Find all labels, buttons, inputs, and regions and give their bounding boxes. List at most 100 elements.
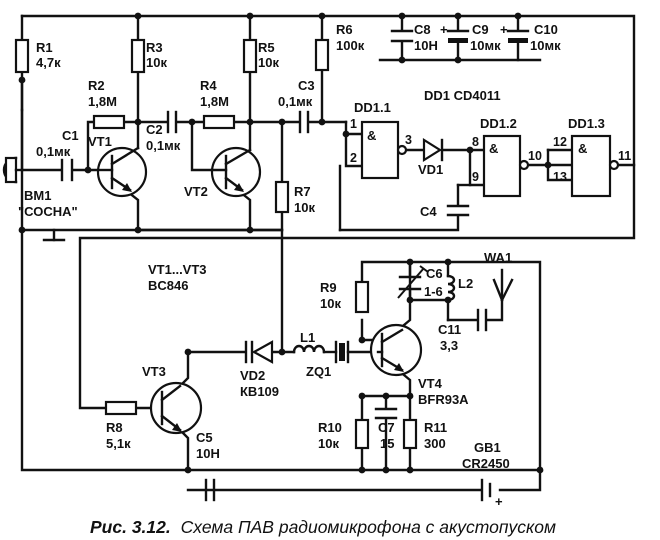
label-c3-ref: C3 bbox=[298, 78, 315, 93]
label-dd1-1: DD1.1 bbox=[354, 100, 391, 115]
r3-body bbox=[130, 38, 146, 74]
c1-symbol bbox=[60, 158, 74, 182]
label-c6-ref: C6 bbox=[426, 266, 443, 281]
label-r2-ref: R2 bbox=[88, 78, 105, 93]
label-c8-ref: C8 bbox=[414, 22, 431, 37]
r2-body bbox=[92, 114, 126, 130]
gate-dd1-3: & 12 13 11 bbox=[553, 134, 631, 198]
label-c1-ref: C1 bbox=[62, 128, 79, 143]
r11-body bbox=[402, 418, 418, 450]
c9-symbol: + bbox=[440, 22, 470, 43]
c6-symbol bbox=[397, 265, 429, 299]
component-labels: R1 4,7к R2 1,8М R3 10к R4 1,8М R5 10к R6… bbox=[18, 22, 605, 471]
caption-number: Рис. 3.12. bbox=[90, 517, 171, 537]
label-r10-value: 10к bbox=[318, 436, 339, 451]
label-wa1-ref: WA1 bbox=[484, 250, 512, 265]
pin-13: 13 bbox=[553, 170, 567, 184]
wires bbox=[20, 14, 636, 492]
r5-body bbox=[242, 38, 258, 74]
label-zq1-ref: ZQ1 bbox=[306, 364, 331, 379]
junctions bbox=[18, 12, 552, 474]
label-vt1-ref: VT1 bbox=[88, 134, 112, 149]
gate-dd1-1-symbol: & bbox=[367, 128, 376, 143]
pin-1: 1 bbox=[350, 117, 357, 131]
label-l2-ref: L2 bbox=[458, 276, 473, 291]
resistors bbox=[14, 38, 418, 450]
c4-symbol bbox=[446, 204, 470, 217]
vt2-symbol bbox=[210, 146, 262, 198]
c5-symbol bbox=[204, 478, 216, 502]
label-r10-ref: R10 bbox=[318, 420, 342, 435]
ground-symbol bbox=[42, 228, 66, 242]
r6-body bbox=[314, 38, 330, 72]
gate-dd1-2: & 8 9 10 bbox=[472, 134, 542, 198]
r4-body bbox=[202, 114, 236, 130]
label-vd2-ref: VD2 bbox=[240, 368, 265, 383]
label-dd1-2: DD1.2 bbox=[480, 116, 517, 131]
label-c5-ref: C5 bbox=[196, 430, 213, 445]
pin-2: 2 bbox=[350, 151, 357, 165]
svg-text:+: + bbox=[440, 22, 448, 37]
label-c7-value: 15 bbox=[380, 436, 394, 451]
label-c3-value: 0,1мк bbox=[278, 94, 313, 109]
label-c10-value: 10мк bbox=[530, 38, 561, 53]
label-vt2-ref: VT2 bbox=[184, 184, 208, 199]
label-c11-value: 3,3 bbox=[440, 338, 458, 353]
label-r8-value: 5,1к bbox=[106, 436, 131, 451]
label-r9-ref: R9 bbox=[320, 280, 337, 295]
label-r5-value: 10к bbox=[258, 55, 279, 70]
label-r4-value: 1,8М bbox=[200, 94, 229, 109]
vt1-symbol bbox=[96, 146, 148, 198]
label-vt4-ref: VT4 bbox=[418, 376, 443, 391]
c7-symbol bbox=[374, 407, 398, 420]
wa1-antenna bbox=[492, 268, 514, 302]
label-bm1-value: "СОСНА" bbox=[18, 204, 78, 219]
pin-8: 8 bbox=[472, 135, 479, 149]
caption-text: Схема ПАВ радиомикрофона с акустопуском bbox=[181, 517, 556, 537]
c3-symbol bbox=[298, 110, 310, 134]
label-r3-value: 10к bbox=[146, 55, 167, 70]
capacitors: + + bbox=[60, 22, 530, 502]
inductors bbox=[292, 274, 456, 354]
label-r11-ref: R11 bbox=[424, 420, 447, 435]
svg-text:+: + bbox=[500, 22, 508, 37]
r1-body bbox=[14, 38, 30, 74]
label-c5-value: 10Н bbox=[196, 446, 220, 461]
label-r5-ref: R5 bbox=[258, 40, 275, 55]
vt3-symbol bbox=[149, 381, 203, 435]
logic-gates: & 1 2 3 & 8 9 10 & 12 13 11 bbox=[350, 117, 631, 198]
l2-coil bbox=[446, 274, 456, 302]
label-c9-value: 10мк bbox=[470, 38, 501, 53]
label-transistor-note-2: BC846 bbox=[148, 278, 188, 293]
pin-10: 10 bbox=[528, 149, 542, 163]
pin-3: 3 bbox=[405, 133, 412, 147]
gb1-battery: + bbox=[480, 478, 503, 509]
transistors bbox=[96, 146, 423, 435]
label-dd1-3: DD1.3 bbox=[568, 116, 605, 131]
label-l1-ref: L1 bbox=[300, 330, 315, 345]
gate-dd1-3-symbol: & bbox=[578, 141, 587, 156]
label-vd2-value: КВ109 bbox=[240, 384, 279, 399]
gb1-plus-sign: + bbox=[495, 494, 503, 509]
diodes bbox=[244, 138, 444, 364]
label-r1-ref: R1 bbox=[36, 40, 53, 55]
label-ic-title: DD1 CD4011 bbox=[424, 88, 501, 103]
label-r3-ref: R3 bbox=[146, 40, 163, 55]
c10-symbol: + bbox=[500, 22, 530, 43]
label-c10-ref: C10 bbox=[534, 22, 558, 37]
label-r7-ref: R7 bbox=[294, 184, 311, 199]
c2-symbol bbox=[166, 110, 178, 134]
svg-text:Рис. 3.12. Схема ПАВ рад: Рис. 3.12. Схема ПАВ радиомикрофона с ак… bbox=[90, 517, 556, 537]
label-r1-value: 4,7к bbox=[36, 55, 61, 70]
label-bm1-ref: BM1 bbox=[24, 188, 51, 203]
vt4-symbol bbox=[369, 323, 423, 377]
r7-body bbox=[274, 180, 290, 214]
label-c4-ref: C4 bbox=[420, 204, 437, 219]
label-r6-value: 100к bbox=[336, 38, 365, 53]
label-vt3-ref: VT3 bbox=[142, 364, 166, 379]
r10-body bbox=[354, 418, 370, 450]
label-c2-value: 0,1мк bbox=[146, 138, 181, 153]
label-r8-ref: R8 bbox=[106, 420, 123, 435]
label-gb1-value: CR2450 bbox=[462, 456, 510, 471]
